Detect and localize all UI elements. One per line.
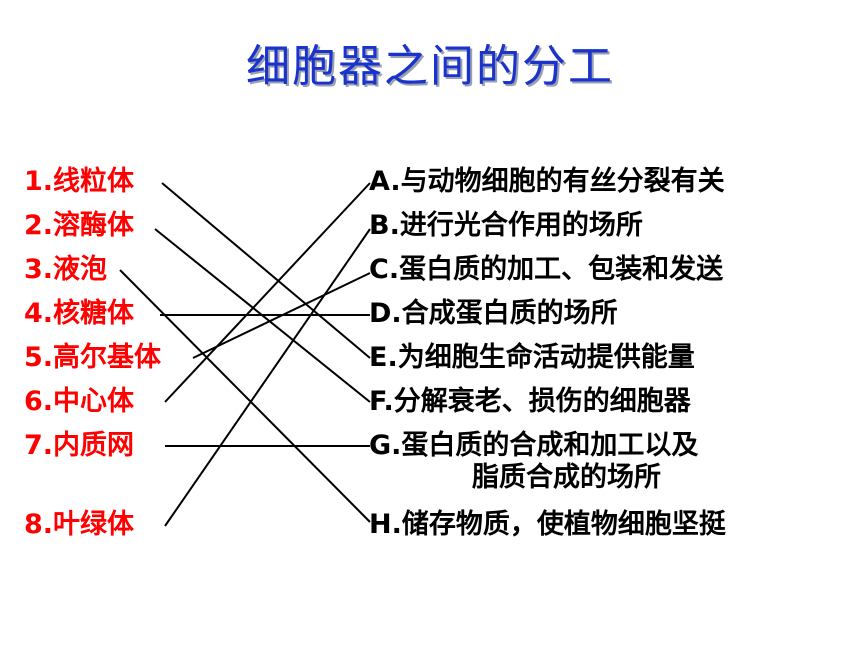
left-item-5: 5.高尔基体 — [24, 342, 162, 373]
link-5-c — [192, 272, 371, 359]
right-item-b: B.进行光合作用的场所 — [369, 210, 643, 241]
left-item-8: 8.叶绿体 — [24, 509, 135, 540]
link-6-a — [164, 182, 371, 403]
link-2-f — [154, 228, 371, 403]
link-1-e — [161, 182, 371, 359]
right-item-f: F.分解衰老、损伤的细胞器 — [369, 386, 691, 417]
right-item-c: C.蛋白质的加工、包装和发送 — [369, 254, 724, 285]
right-item-d: D.合成蛋白质的场所 — [369, 298, 618, 329]
left-item-6: 6.中心体 — [24, 386, 135, 417]
right-item-e: E.为细胞生命活动提供能量 — [369, 342, 695, 373]
right-item-h: H.储存物质，使植物细胞坚挺 — [369, 509, 726, 540]
left-item-3: 3.液泡 — [24, 254, 108, 285]
link-3-h — [119, 269, 371, 523]
page-title: 细胞器之间的分工 — [246, 41, 614, 92]
right-item-g-label: G.蛋白质的合成和加工以及 — [369, 430, 699, 461]
right-item-g-cont: 脂质合成的场所 — [472, 462, 661, 493]
right-item-a: A.与动物细胞的有丝分裂有关 — [369, 166, 725, 197]
right-item-g: G.蛋白质的合成和加工以及 脂质合成的场所 — [369, 430, 698, 494]
left-item-1: 1.线粒体 — [24, 166, 135, 197]
left-item-2: 2.溶酶体 — [24, 210, 135, 241]
left-item-7: 7.内质网 — [24, 430, 135, 461]
left-item-4: 4.核糖体 — [24, 298, 135, 329]
link-8-b — [164, 228, 371, 527]
